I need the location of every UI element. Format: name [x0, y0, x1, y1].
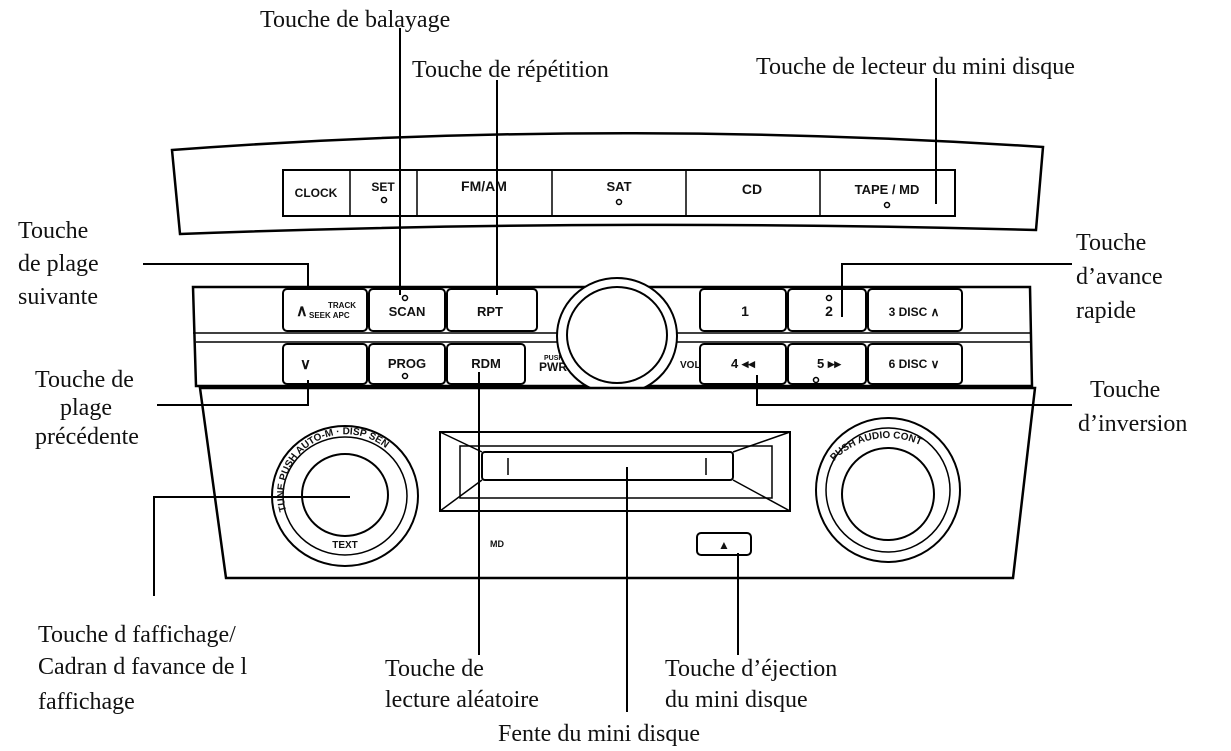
eject-icon: ▲: [718, 538, 730, 552]
leader-lines: [143, 28, 1072, 712]
set-button[interactable]: SET: [371, 180, 395, 194]
preset-5-indicator-dot: [812, 376, 820, 384]
md-slot[interactable]: [481, 451, 734, 481]
text-button-label[interactable]: TEXT: [332, 540, 358, 551]
callout-prev-track-2: plage: [60, 395, 112, 421]
preset-4-reverse-button[interactable]: 4 ◂◂: [731, 356, 755, 371]
fmam-button[interactable]: FM/AM: [461, 178, 507, 194]
callout-eject-1: Touche d’éjection: [665, 656, 837, 682]
callout-scan: Touche de balayage: [260, 7, 450, 33]
pwr-button[interactable]: PWR: [539, 360, 567, 374]
callout-reverse-1: Touche: [1090, 377, 1160, 403]
callout-next-track-3: suivante: [18, 284, 98, 310]
sat-indicator-dot: [615, 198, 623, 206]
tune-knob[interactable]: [301, 453, 389, 537]
callout-md-slot: Fente du mini disque: [498, 721, 700, 747]
track-up-arrow[interactable]: ∧: [296, 303, 308, 320]
callout-fast-forward-2: d’avance: [1076, 264, 1163, 290]
push-label: PUSH: [544, 355, 563, 362]
callout-display-1: Touche d faffichage/: [38, 622, 236, 648]
top-strip-frame: [282, 169, 956, 217]
eject-button[interactable]: [696, 532, 752, 556]
md-logo: MD: [490, 539, 504, 549]
track-up-label: TRACK: [328, 301, 356, 310]
scan-indicator-dot: [401, 294, 409, 302]
callout-repeat: Touche de répétition: [412, 57, 609, 83]
callout-display-2: Cadran d favance de l: [38, 654, 248, 680]
button-row-1: [282, 288, 963, 332]
rdm-button[interactable]: RDM: [471, 356, 501, 371]
preset-1-button[interactable]: 1: [741, 303, 749, 319]
callout-prev-track-1: Touche de: [35, 367, 134, 393]
callout-reverse-2: d’inversion: [1078, 411, 1187, 437]
set-indicator-dot: [380, 196, 388, 204]
callout-random-1: Touche de: [385, 656, 484, 682]
tape-md-indicator-dot: [883, 201, 891, 209]
tape-md-button[interactable]: TAPE / MD: [855, 182, 920, 197]
prog-button[interactable]: PROG: [388, 356, 426, 371]
prog-indicator-dot: [401, 372, 409, 380]
top-button-strip: [282, 169, 956, 217]
preset-5-forward-button[interactable]: 5 ▸▸: [817, 356, 842, 371]
clock-button[interactable]: CLOCK: [295, 186, 338, 200]
callout-md-player: Touche de lecteur du mini disque: [756, 54, 1075, 80]
callout-random-2: lecture aléatoire: [385, 687, 539, 713]
md-slot-bezel: [439, 431, 791, 512]
seek-apc-label: SEEK APC: [309, 311, 350, 320]
track-down-button[interactable]: ∨: [300, 356, 311, 373]
power-volume-knob[interactable]: [566, 286, 668, 384]
preset-3-disc-up-button[interactable]: 3 DISC ∧: [889, 305, 940, 319]
sat-button[interactable]: SAT: [606, 179, 631, 194]
callout-prev-track-3: précédente: [35, 424, 139, 450]
cd-button[interactable]: CD: [742, 181, 762, 197]
preset-2-button[interactable]: 2: [825, 303, 833, 319]
callout-eject-2: du mini disque: [665, 687, 808, 713]
callout-display-3: faffichage: [38, 689, 135, 715]
callout-fast-forward-1: Touche: [1076, 230, 1146, 256]
callout-next-track-2: de plage: [18, 251, 99, 277]
audio-knob-group: PUSH AUDIO CONT: [815, 417, 961, 563]
scan-button[interactable]: SCAN: [389, 304, 426, 319]
callout-next-track-1: Touche: [18, 218, 88, 244]
audio-knob[interactable]: [841, 447, 935, 541]
rpt-button[interactable]: RPT: [477, 304, 503, 319]
callout-fast-forward-3: rapide: [1076, 298, 1136, 324]
button-row-2: [282, 343, 963, 385]
preset-2-indicator-dot: [825, 294, 833, 302]
vol-label: VOL: [680, 360, 701, 371]
preset-6-disc-down-button[interactable]: 6 DISC ∨: [889, 357, 940, 371]
